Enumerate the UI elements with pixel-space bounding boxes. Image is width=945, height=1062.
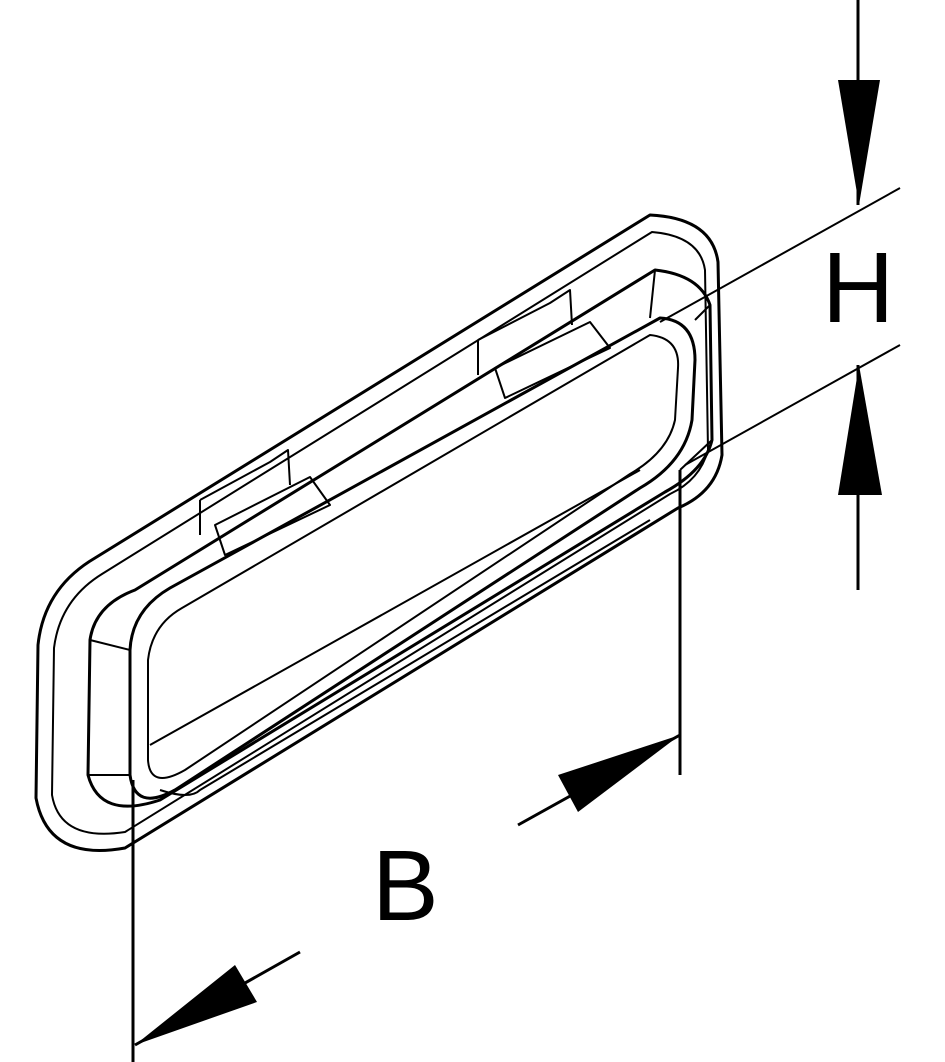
h-upper-extension-line [659,187,901,323]
clip-left [199,449,331,556]
recess-outline [86,268,714,808]
outer-flange-outline [34,213,724,852]
b-arrow-left-icon [135,965,257,1045]
b-arrow-right-icon [558,735,680,812]
dimension-label-b: B [372,830,439,942]
clip-right [477,289,611,399]
corner-detail-lines [88,269,713,776]
h-arrow-up-icon [838,365,882,495]
h-lower-extension-line [684,344,901,466]
outer-flange-inner-edge [51,231,709,835]
dimension-label-h: H [822,232,895,344]
h-arrow-down-icon [838,80,880,205]
opening-outline [128,316,697,800]
opening-inner-edge [147,334,680,779]
bottom-lip [149,469,651,796]
